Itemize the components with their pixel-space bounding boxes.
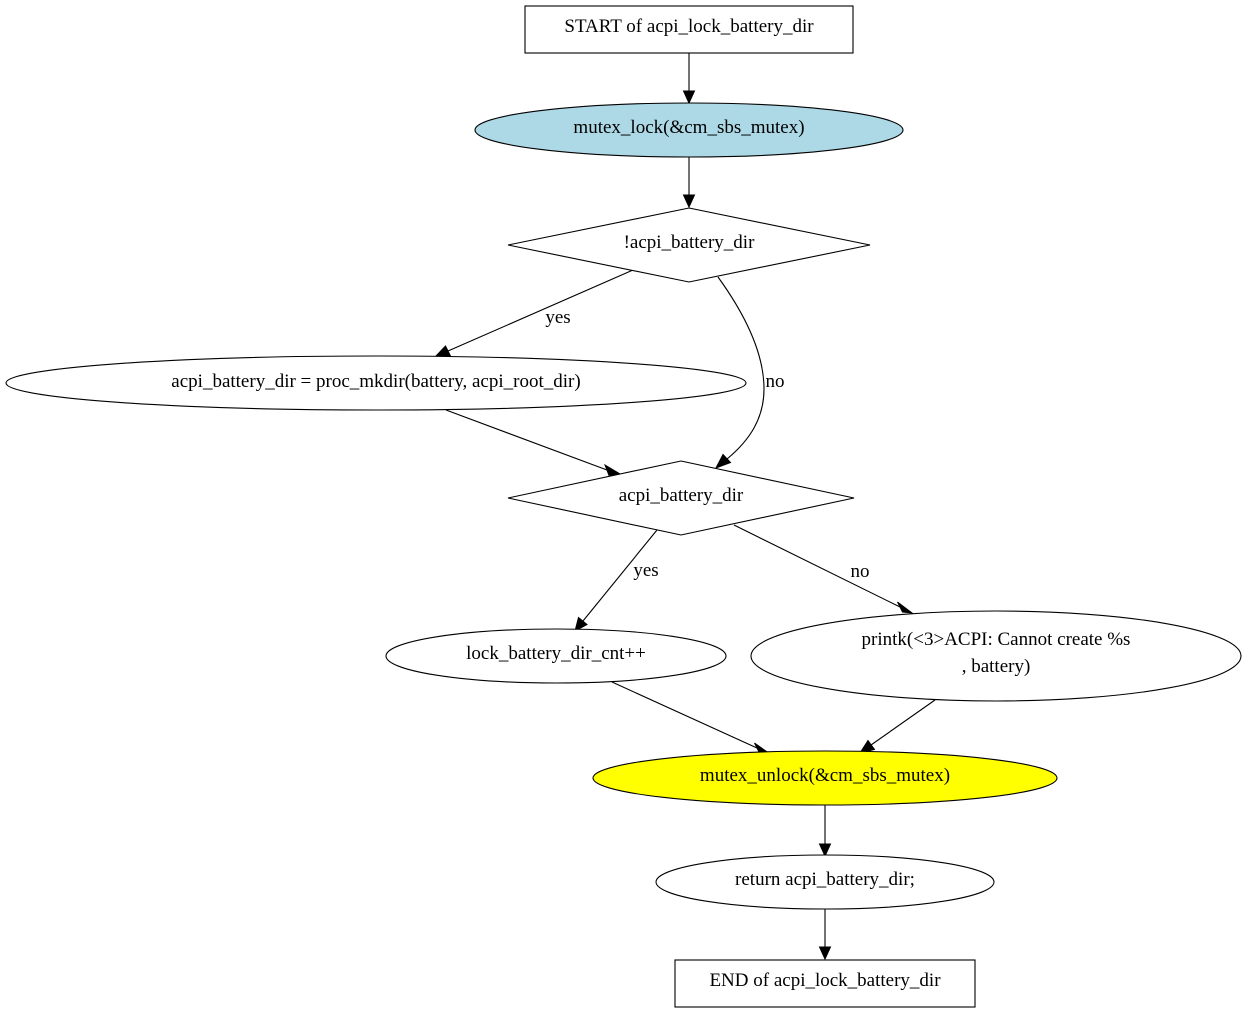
node-increment: lock_battery_dir_cnt++ [385, 628, 727, 684]
nodes: START of acpi_lock_battery_dir mutex_loc… [5, 5, 1242, 1008]
edge-start-to-lock [682, 53, 696, 105]
node-cond-battery-dir: acpi_battery_dir [507, 460, 855, 536]
mutex-lock-label: mutex_lock(&cm_sbs_mutex) [573, 117, 804, 138]
end-box [674, 959, 976, 1008]
return-label: return acpi_battery_dir; [735, 869, 915, 890]
edge-labels: yes no yes no [545, 307, 869, 582]
start-label: START of acpi_lock_battery_dir [564, 16, 814, 37]
node-mutex-lock: mutex_lock(&cm_sbs_mutex) [474, 102, 904, 158]
edge-label-cond1-yes: yes [545, 307, 570, 328]
printk-label-line2: , battery) [962, 656, 1031, 677]
edge-unlock-to-ret [818, 805, 832, 858]
increment-ellipse [385, 628, 727, 684]
edge-label-cond2-yes: yes [633, 560, 658, 581]
edges [434, 53, 936, 961]
edge-ret-to-end [818, 909, 832, 961]
mkdir-label: acpi_battery_dir = proc_mkdir(battery, a… [171, 371, 580, 392]
end-label: END of acpi_lock_battery_dir [709, 970, 941, 991]
edge-mkdir-to-cond2 [445, 409, 622, 477]
mutex-lock-ellipse [474, 102, 904, 158]
node-printk: printk(<3>ACPI: Cannot create %s , batte… [750, 610, 1242, 702]
node-end: END of acpi_lock_battery_dir [674, 959, 976, 1008]
edge-cond1-yes-to-mkdir [434, 269, 634, 357]
edge-cond2-no-to-printk [733, 524, 914, 614]
node-start: START of acpi_lock_battery_dir [524, 5, 854, 54]
edge-label-cond2-no: no [851, 561, 870, 582]
cond2-diamond [507, 460, 855, 536]
increment-label: lock_battery_dir_cnt++ [466, 643, 646, 664]
node-cond-not-battery-dir: !acpi_battery_dir [507, 207, 871, 283]
start-box [524, 5, 854, 54]
edge-lock-to-cond1 [682, 157, 696, 209]
cond1-label: !acpi_battery_dir [624, 232, 756, 253]
edge-cond1-no-to-cond2 [714, 276, 765, 469]
mutex-unlock-ellipse [592, 750, 1058, 806]
printk-ellipse [750, 610, 1242, 702]
edge-cond2-yes-to-inc [574, 529, 658, 632]
edge-inc-to-unlock [611, 681, 772, 755]
mutex-unlock-label: mutex_unlock(&cm_sbs_mutex) [700, 765, 950, 786]
node-return: return acpi_battery_dir; [655, 854, 995, 910]
printk-label-line1: printk(<3>ACPI: Cannot create %s [862, 629, 1131, 650]
node-proc-mkdir: acpi_battery_dir = proc_mkdir(battery, a… [5, 355, 747, 411]
edge-printk-to-unlock [858, 699, 936, 754]
node-mutex-unlock: mutex_unlock(&cm_sbs_mutex) [592, 750, 1058, 806]
cond1-diamond [507, 207, 871, 283]
edge-label-cond1-no: no [766, 371, 785, 392]
cond2-label: acpi_battery_dir [619, 485, 744, 506]
return-ellipse [655, 854, 995, 910]
mkdir-ellipse [5, 355, 747, 411]
